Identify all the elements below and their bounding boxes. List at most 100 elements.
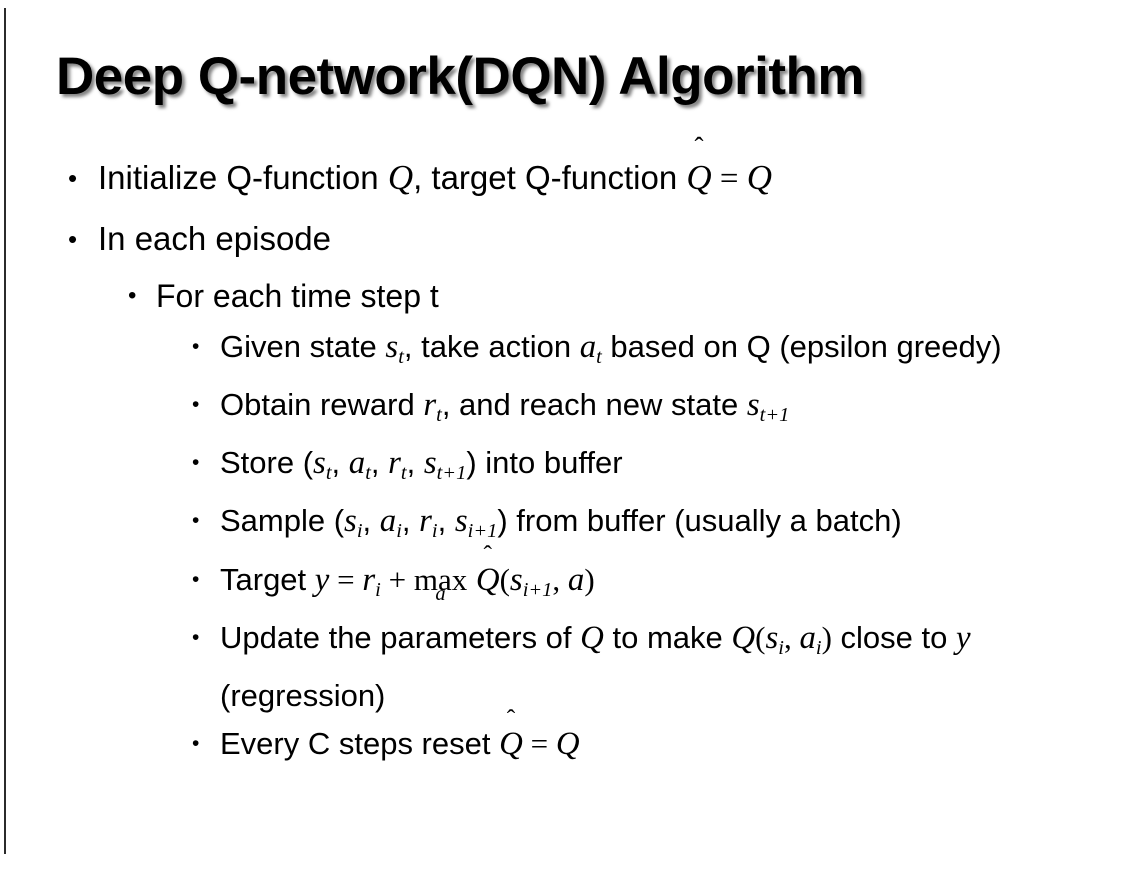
math-subscript-t: t <box>400 462 407 485</box>
page-title: Deep Q-network(DQN) Algorithm <box>56 47 864 106</box>
list-item-label: Store (st, at, rt, st+1) into buffer <box>220 439 1094 497</box>
list-item-given-state: • Given state st, take action at based o… <box>0 323 1124 381</box>
bullet-glyph: • <box>68 163 78 193</box>
bullet-glyph: • <box>128 282 137 309</box>
text-run: (regression) <box>220 677 386 713</box>
text-run: Obtain reward <box>220 387 424 423</box>
math-var-q: Q <box>580 619 604 656</box>
math-equals: = <box>711 161 747 197</box>
text-run: , <box>401 503 420 539</box>
math-var-q-hat: ̂Q <box>686 148 711 208</box>
text-run: , target Q-function <box>413 159 687 196</box>
text-run: Initialize Q-function <box>98 159 388 196</box>
math-var-y: y <box>955 619 971 656</box>
math-subscript-i: i <box>356 520 363 543</box>
math-subscript-i: i <box>778 636 784 659</box>
list-item-update-parameters: • Update the parameters of Q to make Q(s… <box>0 614 1124 720</box>
bullet-glyph: • <box>68 224 78 254</box>
math-equals: = <box>522 725 556 761</box>
math-plus: + <box>380 561 414 597</box>
math-var-a: a <box>579 329 597 365</box>
math-var-r: r <box>423 387 437 424</box>
math-var-a: a <box>379 503 397 540</box>
text-run: Update the parameters of <box>220 619 581 655</box>
math-var-q: Q <box>387 158 414 197</box>
bullet-glyph: • <box>192 335 200 358</box>
text-run: Target <box>220 561 315 597</box>
math-var-q: Q <box>555 725 580 762</box>
math-var-y: y <box>314 561 330 598</box>
text-run: , take action <box>403 329 580 364</box>
list-item-label: Given state st, take action at based on … <box>220 323 1094 381</box>
math-var-q: Q <box>731 619 756 656</box>
math-var-r: r <box>419 503 432 540</box>
math-var-s: s <box>313 445 326 482</box>
math-var-q: Q <box>475 561 500 598</box>
text-run: Every C steps reset <box>220 725 500 761</box>
text-run: , and reach new state <box>441 387 747 423</box>
list-item-initialize: • Initialize Q-function Q, target Q-func… <box>0 148 1124 209</box>
list-item-label: Every C steps reset ̂Q = Q <box>220 720 1094 768</box>
math-subscript-t: t <box>436 404 442 427</box>
text-run: , <box>331 445 349 481</box>
math-paren-close: ) <box>584 561 595 597</box>
list-item-for-each-time-step: • For each time step t <box>0 269 1124 323</box>
bullet-glyph: • <box>192 731 200 755</box>
bullet-glyph: • <box>192 625 200 649</box>
bullet-glyph: • <box>192 509 200 533</box>
text-run: close to <box>831 619 956 655</box>
math-var-r: r <box>362 561 376 598</box>
math-var-s: s <box>746 387 760 424</box>
text-run: Store ( <box>220 445 314 481</box>
bullet-list: • Initialize Q-function Q, target Q-func… <box>0 148 1124 768</box>
math-paren-open: ( <box>499 561 510 597</box>
text-run: to make <box>603 619 732 655</box>
math-var-s: s <box>385 329 399 365</box>
math-var-s: s <box>509 561 523 598</box>
math-subscript-t: t <box>398 346 404 369</box>
math-var-q: Q <box>686 158 712 197</box>
math-var-q-hat: ̂Q <box>499 720 523 768</box>
text-run: , <box>437 503 455 539</box>
math-subscript-i-plus-1: i+1 <box>467 520 498 543</box>
math-var-r: r <box>388 445 401 482</box>
math-subscript-i: i <box>431 520 438 543</box>
list-item-label: Initialize Q-function Q, target Q-functi… <box>98 148 1124 209</box>
slide-left-edge-rule <box>4 8 6 854</box>
math-subscript-i: i <box>396 520 402 543</box>
math-var-q: Q <box>499 725 523 762</box>
list-item-label: Sample (si, ai, ri, si+1) from buffer (u… <box>220 497 1094 555</box>
math-comma: , <box>783 619 800 655</box>
bullet-glyph: • <box>192 393 200 417</box>
math-subscript-i-plus-1: i+1 <box>522 578 553 601</box>
list-item-obtain-reward: • Obtain reward rt, and reach new state … <box>0 381 1124 439</box>
math-var-s: s <box>423 445 437 482</box>
text-run: based on Q (epsilon greedy) <box>601 329 1002 364</box>
math-var-a: a <box>567 561 585 598</box>
math-paren-close: ) <box>821 619 832 655</box>
list-item-label: Update the parameters of Q to make Q(si,… <box>220 614 1094 720</box>
list-item-in-each-episode: • In each episode <box>0 209 1124 269</box>
math-subscript-i: i <box>815 636 822 659</box>
text-run: Given state <box>220 329 386 364</box>
math-subscript-i: i <box>375 578 381 601</box>
bullet-glyph: • <box>192 567 200 591</box>
list-item-sample: • Sample (si, ai, ri, si+1) from buffer … <box>0 497 1124 555</box>
math-comma: , <box>552 561 568 597</box>
text-run: , <box>370 445 389 481</box>
math-subscript-t: t <box>325 462 332 485</box>
list-item-reset-target-network: • Every C steps reset ̂Q = Q <box>0 720 1124 768</box>
text-run: , <box>362 503 380 539</box>
math-subscript-t-plus-1: t+1 <box>436 462 467 485</box>
list-item-label: In each episode <box>98 220 332 257</box>
math-max-label: max <box>413 561 468 597</box>
math-subscript-t-plus-1: t+1 <box>759 404 790 427</box>
math-var-s: s <box>454 503 468 540</box>
text-run: , <box>406 445 424 481</box>
text-run: ) from buffer (usually a batch) <box>497 503 902 539</box>
text-run: Sample ( <box>220 503 345 539</box>
